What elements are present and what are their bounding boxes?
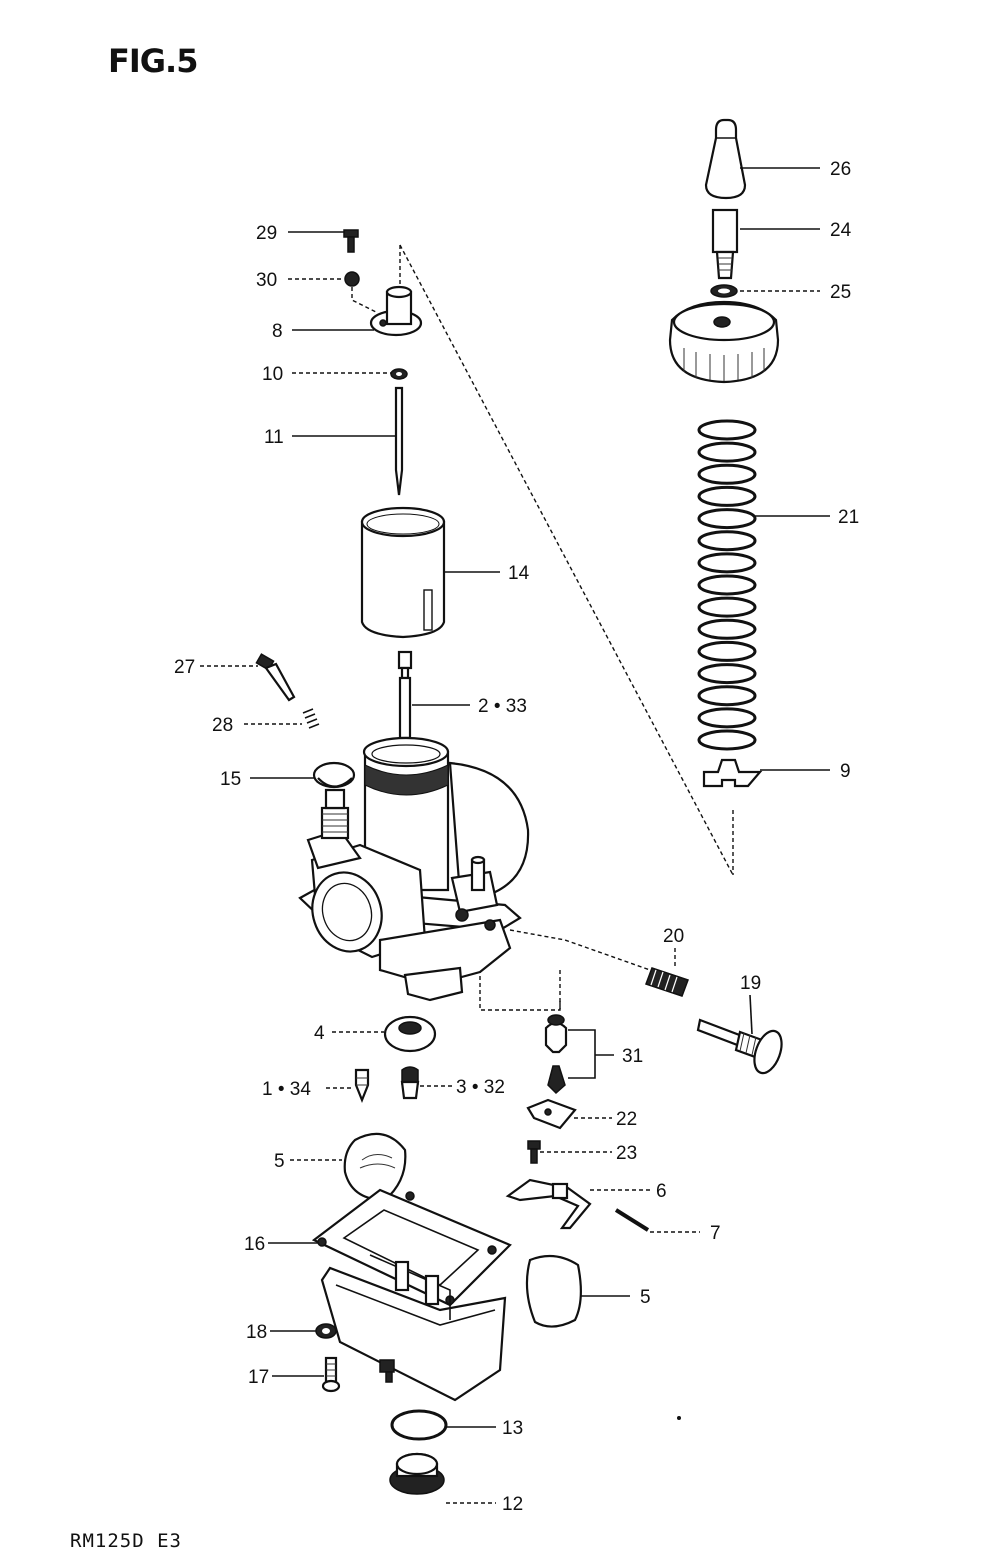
spring-coil	[697, 463, 757, 485]
spring-coil	[697, 552, 757, 574]
model-code: RM125D E3	[70, 1530, 182, 1552]
callout-6: 6	[656, 1181, 667, 1202]
callout-21: 21	[838, 507, 859, 528]
part-20-spring	[645, 967, 689, 997]
part-4-jet-holder	[383, 1015, 437, 1053]
spring-coil	[697, 574, 757, 596]
callout-2-33: 2 • 33	[478, 696, 527, 717]
callout-3-32: 3 • 32	[456, 1077, 505, 1098]
part-11-jet-needle	[394, 386, 404, 496]
part-8-needle-retainer	[369, 285, 423, 337]
part-22-plate	[526, 1098, 577, 1130]
part-7-pin	[614, 1208, 650, 1232]
spring-coil	[697, 485, 757, 507]
part-30-ball	[344, 271, 377, 313]
callout-14: 14	[508, 563, 530, 584]
figure-title: FIG.5	[108, 42, 198, 80]
callout-12: 12	[502, 1494, 523, 1515]
part-21-spring	[697, 419, 757, 751]
callout-1-34: 1 • 34	[262, 1079, 311, 1100]
callout-22: 22	[616, 1109, 637, 1130]
part-6-float-arm	[505, 1178, 592, 1230]
part-13-o-ring	[390, 1409, 448, 1441]
callout-24: 24	[830, 220, 852, 241]
spring-coil	[697, 640, 757, 662]
spring-coil	[697, 508, 757, 530]
part-9-spring-seat	[702, 758, 763, 788]
spring-coil	[697, 729, 757, 751]
part-2-33-needle-jet	[397, 650, 413, 746]
callout-17: 17	[248, 1367, 269, 1388]
carburetor-body	[298, 736, 530, 1002]
part-5-float-left	[343, 1132, 407, 1202]
callout-30: 30	[256, 270, 277, 291]
part-29-screw	[343, 229, 359, 253]
callout-29: 29	[256, 223, 277, 244]
part-3-32-pilot-jet	[400, 1066, 420, 1100]
leader-lines	[200, 167, 830, 1504]
part-10-clip	[390, 368, 408, 380]
callout-5b: 5	[640, 1287, 651, 1308]
callout-20: 20	[663, 926, 684, 947]
part-14-throttle-valve	[360, 506, 446, 639]
part-23-screw	[527, 1140, 541, 1164]
spring-coil	[697, 530, 757, 552]
float-chamber	[320, 1254, 507, 1402]
callout-16: 16	[244, 1234, 265, 1255]
part-18-washer	[315, 1323, 337, 1339]
spring-coil	[697, 663, 757, 685]
spring-coil	[697, 441, 757, 463]
part-25-nut	[710, 284, 738, 298]
callout-19: 19	[740, 973, 761, 994]
part-26-cap	[704, 118, 747, 200]
callout-5a: 5	[274, 1151, 285, 1172]
part-31-needle-valve-set	[544, 1014, 596, 1095]
part-24-adjuster	[711, 208, 739, 280]
callout-26: 26	[830, 159, 851, 180]
callout-31: 31	[622, 1046, 643, 1067]
part-12-plug	[389, 1452, 445, 1495]
spring-coil	[697, 685, 757, 707]
part-17-screw	[321, 1356, 341, 1393]
top-cap	[668, 300, 780, 384]
callout-23: 23	[616, 1143, 637, 1164]
callout-10: 10	[262, 364, 283, 385]
part-28-spring	[302, 708, 320, 729]
callout-7: 7	[710, 1223, 721, 1244]
callout-4: 4	[314, 1023, 325, 1044]
spring-coil	[697, 707, 757, 729]
spring-coil	[697, 618, 757, 640]
callout-13: 13	[502, 1418, 523, 1439]
part-27-pilot-screw	[255, 653, 296, 702]
part-5-float-right	[525, 1254, 582, 1328]
part-19-throttle-stop-screw	[696, 1018, 783, 1075]
part-1-34-main-jet	[354, 1068, 370, 1103]
spring-coil	[697, 419, 757, 441]
callout-9: 9	[840, 761, 851, 782]
callout-11: 11	[264, 427, 284, 448]
spring-coil	[697, 596, 757, 618]
callout-27: 27	[174, 657, 195, 678]
callout-18: 18	[246, 1322, 267, 1343]
callout-28: 28	[212, 715, 233, 736]
callout-8: 8	[272, 321, 283, 342]
callout-15: 15	[220, 769, 241, 790]
stray-dot	[677, 1416, 681, 1420]
callout-25: 25	[830, 282, 851, 303]
callout-labels: 26 24 25 21 9 29 30 8 10 11 14 27 2 • 33…	[174, 159, 859, 1515]
